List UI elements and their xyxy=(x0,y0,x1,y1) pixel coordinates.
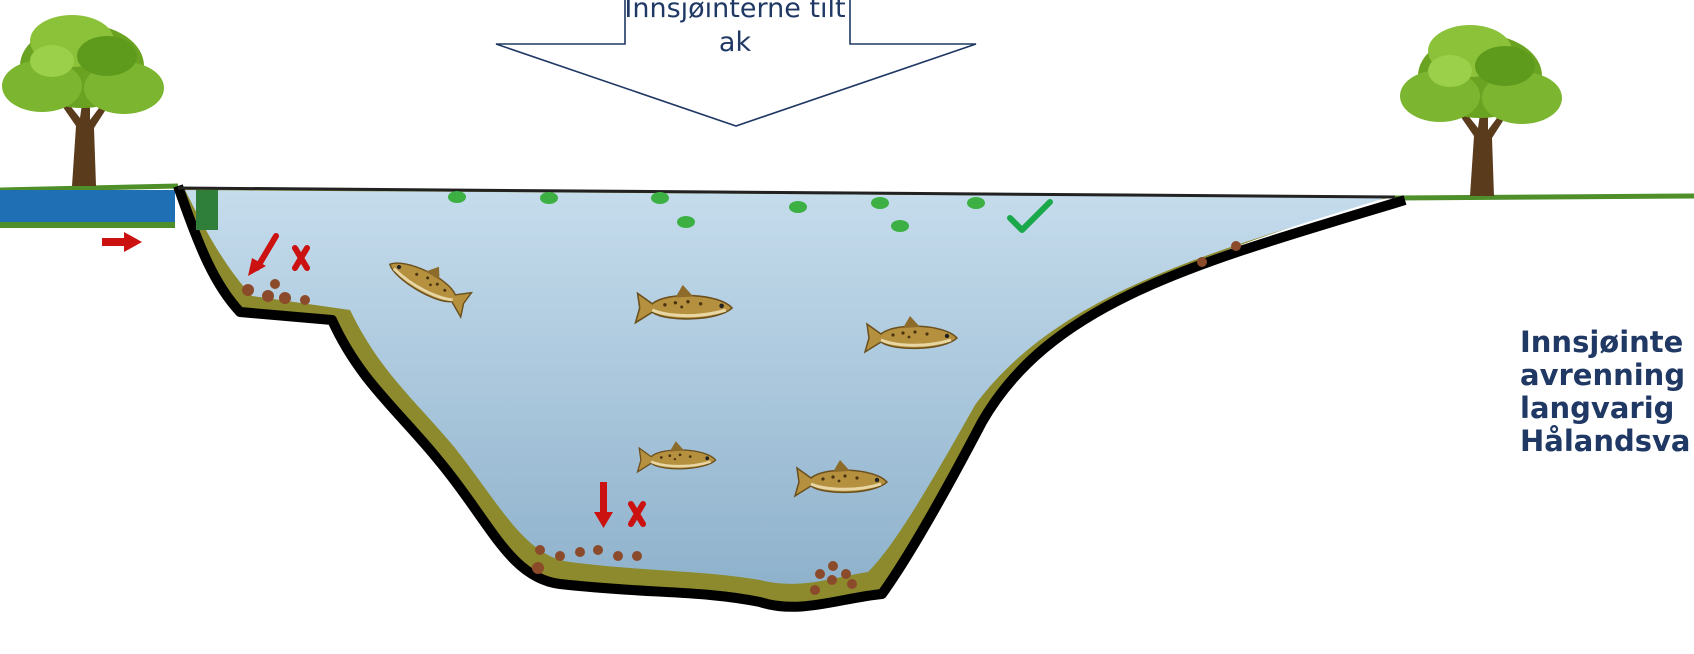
lake-shoreline xyxy=(173,184,1407,612)
tree-icon xyxy=(2,15,164,186)
settle-arrow-icon xyxy=(594,482,613,528)
measure-arrow-label: Innsjøinterne tiltak xyxy=(624,0,846,58)
grass-left xyxy=(0,183,179,193)
release-arrow-icon xyxy=(248,233,279,276)
measure-arrow-shape xyxy=(495,0,977,127)
lake-water xyxy=(185,190,1385,584)
water-surface xyxy=(177,186,1396,199)
side-caption: Innsjøinte avrenning langvarig Hålandsva xyxy=(1520,326,1694,458)
algae-dots xyxy=(448,191,985,232)
tree-icon xyxy=(1400,25,1562,196)
side-caption-line: langvarig xyxy=(1520,391,1675,425)
side-caption-line: Innsjøinte xyxy=(1520,325,1684,359)
check-icon xyxy=(1007,199,1053,233)
side-caption-line: Hålandsva xyxy=(1520,424,1691,458)
inflow-stream xyxy=(0,190,175,226)
side-caption-line: avrenning xyxy=(1520,358,1686,392)
grass-right xyxy=(1394,193,1694,201)
sediment-particles xyxy=(242,241,1241,595)
inflow-arrow-icon xyxy=(102,232,142,252)
